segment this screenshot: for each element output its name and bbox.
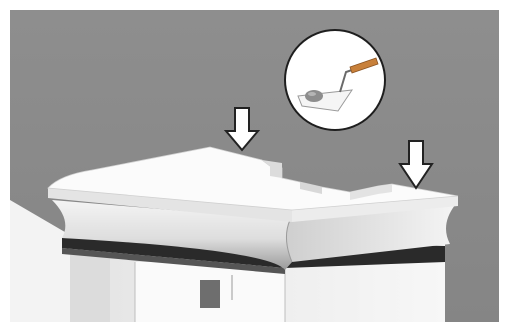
callout-circle xyxy=(285,30,385,130)
trowel-callout xyxy=(285,30,385,130)
pier-opening xyxy=(200,280,220,308)
mortar-icon xyxy=(305,90,323,102)
